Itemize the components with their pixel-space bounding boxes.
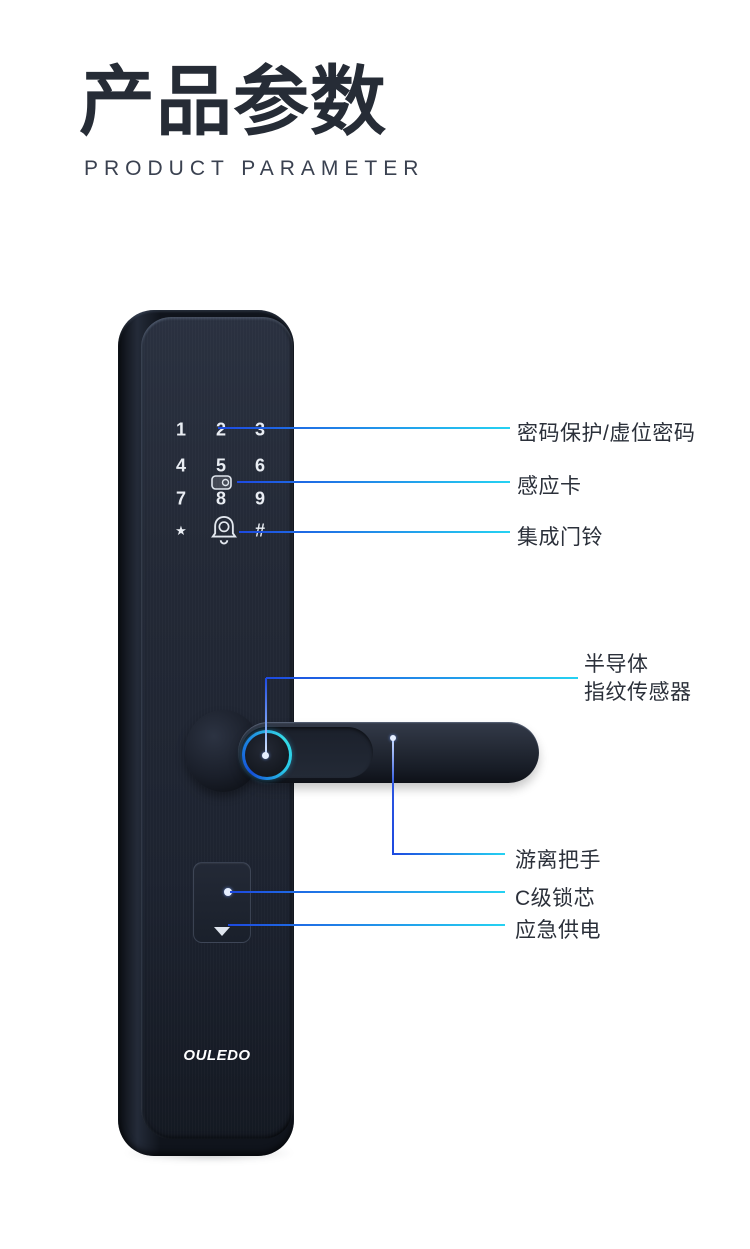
keypad-key-2: 2 <box>215 419 227 440</box>
keypad-key-star: ★ <box>175 523 187 538</box>
callout-label-fingerprint: 半导体 指纹传感器 <box>584 651 692 707</box>
callout-label-cylinder: C级锁芯 <box>515 887 596 910</box>
panel-open-triangle-icon <box>214 927 230 936</box>
callout-line-cylinder <box>230 891 505 893</box>
keypad-key-4: 4 <box>175 455 187 476</box>
page-subtitle: PRODUCT PARAMETER <box>84 157 425 180</box>
keypad-key-8: 8 <box>215 488 227 509</box>
callout-line-password <box>218 427 510 429</box>
page-title: 产品参数 <box>79 60 387 145</box>
callout-dot-handle <box>390 735 396 741</box>
callout-line-doorbell <box>239 531 510 533</box>
keypad-key-5: 5 <box>215 455 227 476</box>
callout-label-card: 感应卡 <box>517 475 582 498</box>
keypad-key-1: 1 <box>175 419 187 440</box>
callout-line-handle <box>392 853 505 855</box>
keypad-key-hash: # <box>255 521 265 542</box>
callout-label-fingerprint-line1: 半导体 <box>584 653 649 676</box>
brand-logo: OULEDO <box>183 1047 251 1064</box>
callout-line-power <box>228 924 505 926</box>
callout-dot-cylinder <box>224 888 232 896</box>
callout-label-doorbell: 集成门铃 <box>517 526 603 549</box>
keypad-key-7: 7 <box>175 488 187 509</box>
callout-label-fingerprint-line2: 指纹传感器 <box>584 681 692 704</box>
callout-label-password: 密码保护/虚位密码 <box>517 422 696 445</box>
callout-line-fingerprint-vertical <box>265 678 267 756</box>
callout-label-handle: 游离把手 <box>515 849 601 872</box>
callout-dot-fingerprint <box>262 752 269 759</box>
doorbell-icon <box>210 512 238 548</box>
callout-line-fingerprint <box>266 677 578 679</box>
keypad-key-3: 3 <box>254 419 266 440</box>
callout-label-power: 应急供电 <box>515 919 601 942</box>
keypad-key-9: 9 <box>254 488 266 509</box>
callout-line-card <box>237 481 510 483</box>
callout-line-handle-vertical <box>392 738 394 855</box>
keypad-key-6: 6 <box>254 455 266 476</box>
rfid-card-icon <box>209 472 235 492</box>
